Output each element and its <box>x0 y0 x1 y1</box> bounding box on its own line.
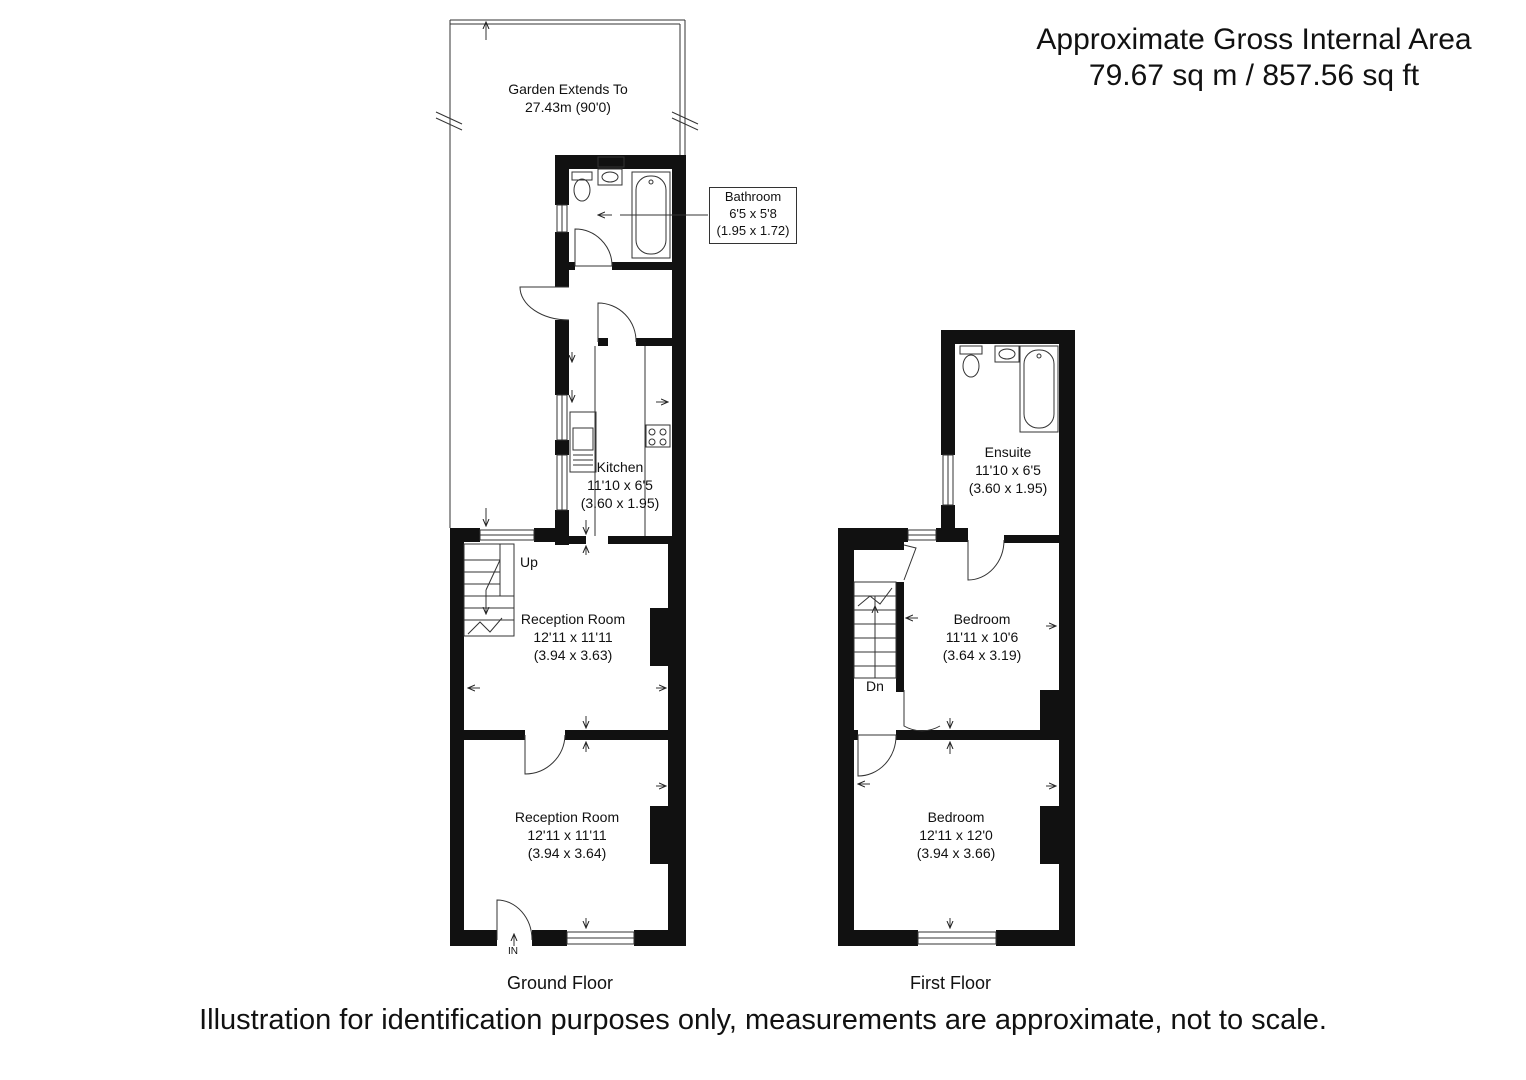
kitchen-label: Kitchen 11'10 x 6'5 (3.60 x 1.95) <box>560 458 680 512</box>
first-floor-fixtures <box>853 345 1059 945</box>
first-floor-walls <box>838 330 1075 946</box>
gross-internal-area: Approximate Gross Internal Area 79.67 sq… <box>1000 22 1508 94</box>
bathroom-imperial: 6'5 x 5'8 <box>729 206 777 221</box>
reception-front-imperial: 12'11 x 11'11 <box>527 827 607 843</box>
ensuite-metric: (3.60 x 1.95) <box>968 480 1048 496</box>
kitchen-imperial: 11'10 x 6'5 <box>587 477 653 493</box>
bedroom-front-metric: (3.94 x 3.66) <box>916 845 996 861</box>
bedroom-rear-metric: (3.64 x 3.19) <box>942 647 1022 663</box>
bedroom-rear-name: Bedroom <box>953 611 1011 627</box>
reception-front-name: Reception Room <box>514 809 620 825</box>
ground-floor-dimension-arrows <box>468 215 708 928</box>
reception-rear-label: Reception Room 12'11 x 11'11 (3.94 x 3.6… <box>503 610 643 664</box>
ground-floor-fixtures <box>463 156 671 946</box>
disclaimer: Illustration for identification purposes… <box>199 1004 1327 1036</box>
ground-floor-label: Ground Floor <box>507 973 614 993</box>
garden-size: 27.43m (90'0) <box>525 99 611 115</box>
garden-outline <box>435 19 699 528</box>
bathroom-callout: Bathroom 6'5 x 5'8 (1.95 x 1.72) <box>709 187 797 244</box>
bedroom-front-imperial: 12'11 x 12'0 <box>919 827 993 843</box>
kitchen-name: Kitchen <box>596 459 644 475</box>
ground-floor-walls <box>450 155 686 946</box>
kitchen-metric: (3.60 x 1.95) <box>580 495 660 511</box>
first-floor-label: First Floor <box>910 973 991 993</box>
entrance-label: IN <box>508 946 518 957</box>
ensuite-label: Ensuite 11'10 x 6'5 (3.60 x 1.95) <box>948 443 1068 497</box>
stairs-down-label: Dn <box>866 678 884 694</box>
bedroom-rear-label: Bedroom 11'11 x 10'6 (3.64 x 3.19) <box>922 610 1042 664</box>
bedroom-front-name: Bedroom <box>927 809 985 825</box>
ensuite-name: Ensuite <box>984 444 1032 460</box>
garden-label: Garden Extends To 27.43m (90'0) <box>488 80 648 116</box>
bathroom-metric: (1.95 x 1.72) <box>716 223 790 238</box>
reception-front-metric: (3.94 x 3.64) <box>527 845 607 861</box>
reception-front-label: Reception Room 12'11 x 11'11 (3.94 x 3.6… <box>497 808 637 862</box>
bathroom-name: Bathroom <box>724 189 782 204</box>
first-floor-dimension-arrows <box>858 618 1056 928</box>
ensuite-imperial: 11'10 x 6'5 <box>975 462 1041 478</box>
area-value-line: 79.67 sq m / 857.56 sq ft <box>1088 59 1420 92</box>
area-title-line: Approximate Gross Internal Area <box>1036 23 1472 56</box>
bedroom-front-label: Bedroom 12'11 x 12'0 (3.94 x 3.66) <box>896 808 1016 862</box>
bedroom-rear-imperial: 11'11 x 10'6 <box>945 629 1019 645</box>
reception-rear-metric: (3.94 x 3.63) <box>533 647 613 663</box>
reception-rear-imperial: 12'11 x 11'11 <box>533 629 613 645</box>
stairs-up-label: Up <box>520 554 538 570</box>
reception-rear-name: Reception Room <box>520 611 626 627</box>
garden-name: Garden Extends To <box>508 81 628 97</box>
